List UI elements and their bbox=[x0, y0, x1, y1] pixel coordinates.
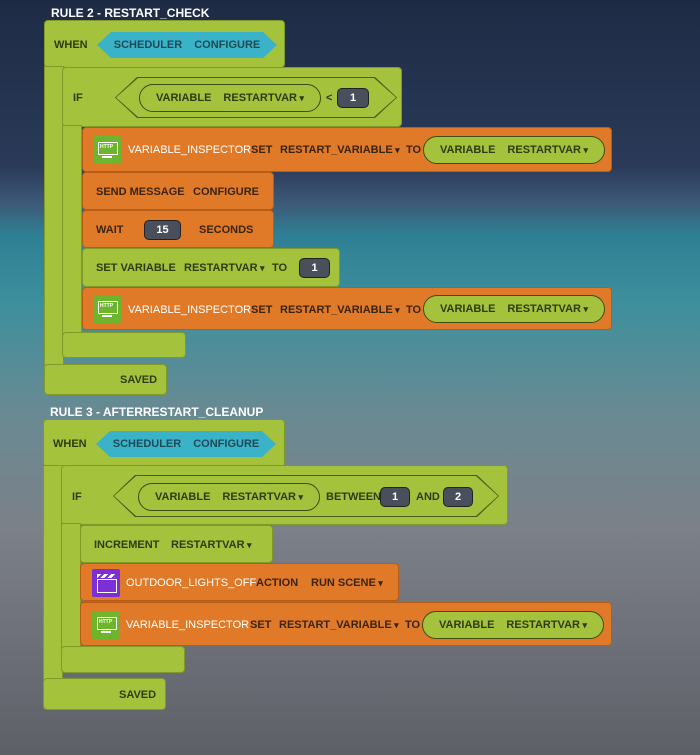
trigger-device: SCHEDULER bbox=[113, 39, 183, 51]
rule-title: RULE 3 - AFTERRESTART_CLEANUP bbox=[50, 405, 264, 419]
if-block[interactable]: IF VARIABLE RESTARTVAR < 1 bbox=[62, 67, 402, 127]
to-label: TO bbox=[406, 144, 422, 156]
inspector-action[interactable]: HTTP VARIABLE_INSPECTOR SET RESTART_VARI… bbox=[82, 287, 612, 330]
verb: SET bbox=[251, 304, 273, 316]
verb: ACTION bbox=[256, 577, 299, 589]
var-dropdown[interactable]: RESTARTVAR bbox=[223, 92, 304, 104]
if-body bbox=[61, 523, 81, 648]
when-label: WHEN bbox=[53, 438, 87, 450]
var-dropdown[interactable]: RESTARTVAR bbox=[184, 262, 265, 274]
trigger-block[interactable]: SCHEDULER CONFIGURE bbox=[97, 32, 277, 58]
var-dropdown[interactable]: RESTARTVAR bbox=[222, 491, 303, 503]
send-target: CONFIGURE bbox=[193, 186, 259, 198]
and-label: AND bbox=[416, 491, 440, 503]
inspector-action[interactable]: HTTP VARIABLE_INSPECTOR SET RESTART_VARI… bbox=[82, 127, 612, 172]
value2-input[interactable]: 2 bbox=[443, 487, 473, 507]
http-icon: HTTP bbox=[92, 611, 120, 639]
device-name: OUTDOOR_LIGHTS_OFF bbox=[126, 577, 257, 589]
to-label: TO bbox=[405, 619, 421, 631]
operator: BETWEEN bbox=[326, 491, 381, 503]
set-label: SET VARIABLE bbox=[96, 262, 176, 274]
field-dropdown[interactable]: RESTART_VARIABLE bbox=[280, 304, 400, 316]
set-variable-action[interactable]: SET VARIABLE RESTARTVAR TO 1 bbox=[82, 248, 340, 287]
http-icon: HTTP bbox=[93, 136, 121, 164]
saved-label: SAVED bbox=[119, 689, 157, 701]
saved-footer: SAVED bbox=[44, 364, 167, 395]
when-block[interactable]: WHEN SCHEDULER CONFIGURE bbox=[43, 419, 285, 467]
value-input[interactable]: 1 bbox=[380, 487, 410, 507]
wait-action[interactable]: WAIT 15 SECONDS bbox=[82, 210, 274, 248]
field-dropdown[interactable]: RESTART_VARIABLE bbox=[279, 619, 399, 631]
send-message-action[interactable]: SEND MESSAGE CONFIGURE bbox=[82, 172, 274, 210]
verb: SET bbox=[251, 144, 273, 156]
device-name: VARIABLE_INSPECTOR bbox=[126, 619, 250, 631]
to-label: TO bbox=[272, 262, 288, 274]
when-body bbox=[43, 465, 63, 680]
send-label: SEND MESSAGE bbox=[96, 186, 185, 198]
variable-pill[interactable]: VARIABLE RESTARTVAR bbox=[139, 84, 321, 112]
field-dropdown[interactable]: RESTART_VARIABLE bbox=[280, 144, 400, 156]
operator: < bbox=[326, 92, 333, 104]
trigger-event: CONFIGURE bbox=[194, 39, 261, 51]
saved-footer: SAVED bbox=[43, 678, 166, 710]
value-input[interactable]: 1 bbox=[337, 88, 369, 108]
if-block[interactable]: IF VARIABLE RESTARTVAR BETWEEN 1 AND 2 bbox=[61, 465, 508, 525]
inspector-action[interactable]: HTTP VARIABLE_INSPECTOR SET RESTART_VARI… bbox=[80, 602, 612, 646]
variable-pill[interactable]: VARIABLE RESTARTVAR bbox=[138, 483, 320, 511]
trigger-event: CONFIGURE bbox=[193, 438, 260, 450]
var-label: VARIABLE bbox=[155, 491, 211, 503]
increment-label: INCREMENT bbox=[94, 539, 160, 551]
wait-unit: SECONDS bbox=[199, 224, 254, 236]
trigger-block[interactable]: SCHEDULER CONFIGURE bbox=[96, 431, 276, 457]
device-name: VARIABLE_INSPECTOR bbox=[128, 304, 252, 316]
device-name: VARIABLE_INSPECTOR bbox=[128, 144, 252, 156]
if-label: IF bbox=[73, 92, 83, 104]
http-icon: HTTP bbox=[93, 295, 121, 323]
if-footer bbox=[61, 646, 185, 673]
var-dropdown[interactable]: RESTARTVAR bbox=[171, 539, 252, 551]
value-input[interactable]: 1 bbox=[299, 258, 330, 278]
scene-action[interactable]: OUTDOOR_LIGHTS_OFF ACTION RUN SCENE bbox=[80, 563, 399, 601]
when-block[interactable]: WHEN SCHEDULER CONFIGURE bbox=[44, 20, 285, 68]
action-dropdown[interactable]: RUN SCENE bbox=[311, 577, 383, 589]
rule-title: RULE 2 - RESTART_CHECK bbox=[51, 6, 210, 20]
if-body bbox=[62, 125, 82, 335]
wait-input[interactable]: 15 bbox=[144, 220, 181, 240]
scene-clapperboard-icon bbox=[92, 569, 120, 597]
increment-action[interactable]: INCREMENT RESTARTVAR bbox=[80, 525, 273, 563]
if-footer bbox=[62, 332, 186, 358]
when-body bbox=[44, 66, 64, 366]
when-label: WHEN bbox=[54, 39, 88, 51]
var-label: VARIABLE bbox=[156, 92, 212, 104]
if-label: IF bbox=[72, 491, 82, 503]
to-label: TO bbox=[406, 304, 422, 316]
saved-label: SAVED bbox=[120, 374, 158, 386]
trigger-device: SCHEDULER bbox=[112, 438, 182, 450]
verb: SET bbox=[250, 619, 272, 631]
wait-label: WAIT bbox=[96, 224, 124, 236]
